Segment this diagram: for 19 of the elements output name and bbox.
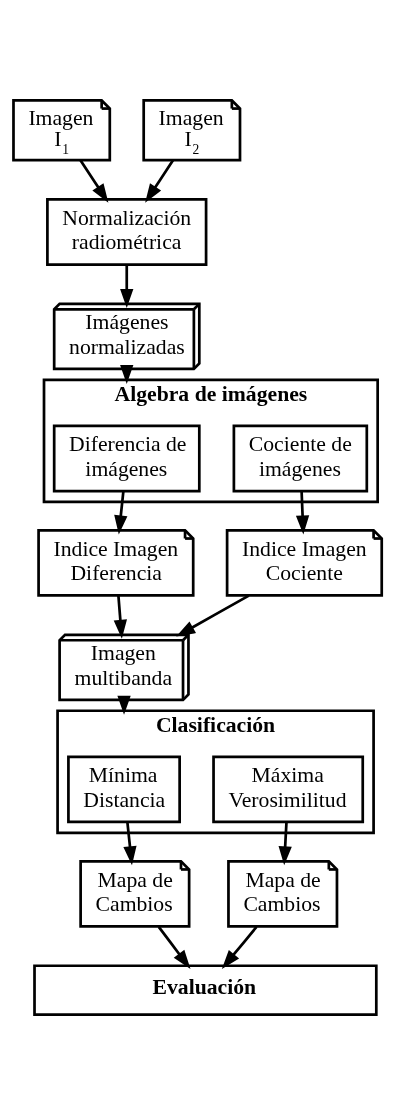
node-box: Normalización radiométrica bbox=[46, 198, 208, 266]
arrow bbox=[278, 822, 292, 866]
arrow bbox=[117, 695, 131, 715]
node-box: Mínima Distancia bbox=[67, 755, 181, 824]
node-box: Evaluación bbox=[33, 964, 378, 1016]
arrow bbox=[221, 926, 258, 969]
node-box: Máxima Verosimilitud bbox=[212, 755, 365, 824]
node-box: Diferencia de imágenes bbox=[52, 424, 201, 493]
arrow bbox=[114, 491, 128, 535]
arrow bbox=[113, 595, 127, 639]
arrow bbox=[123, 822, 137, 866]
arrow bbox=[157, 926, 191, 969]
arrow bbox=[79, 159, 109, 203]
arrow bbox=[120, 264, 134, 308]
arrow bbox=[295, 491, 310, 535]
arrow bbox=[145, 159, 175, 203]
arrow bbox=[120, 364, 134, 384]
node-box: Cociente de imágenes bbox=[232, 424, 369, 493]
arrow bbox=[176, 594, 250, 637]
